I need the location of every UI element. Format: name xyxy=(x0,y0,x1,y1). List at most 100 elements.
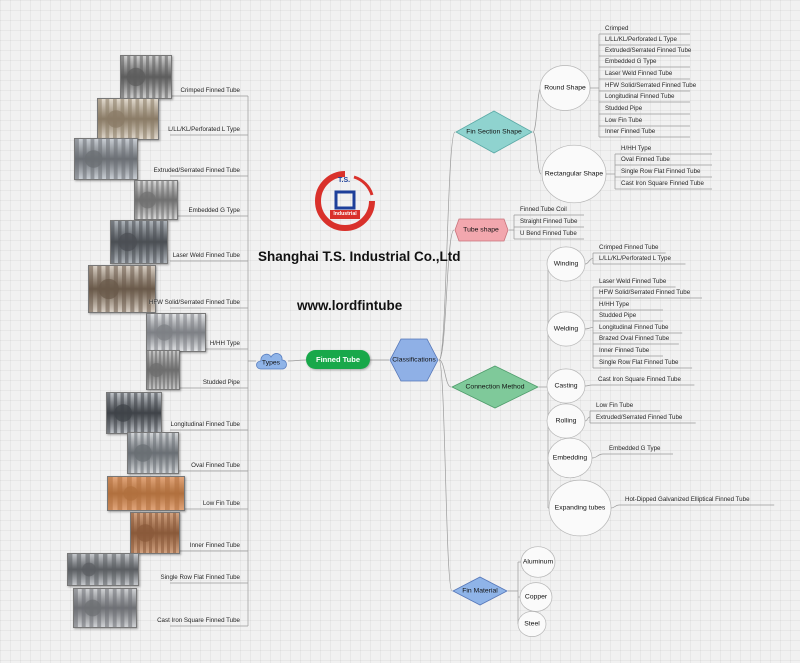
round-item-label[interactable]: Laser Weld Finned Tube xyxy=(605,70,673,77)
tube-photo-icon xyxy=(111,221,167,263)
welding-item-label[interactable]: Single Row Flat Finned Tube xyxy=(599,359,679,366)
type-photo-thumbnail xyxy=(146,350,180,390)
round-item-label[interactable]: L/LL/KL/Perforated L Type xyxy=(605,36,677,43)
tube-photo-icon xyxy=(131,513,179,553)
type-photo-thumbnail xyxy=(106,392,162,434)
link-class-fin-section xyxy=(438,131,456,361)
welding-item-label[interactable]: Laser Weld Finned Tube xyxy=(599,278,667,285)
welding-item-label[interactable]: Longitudinal Finned Tube xyxy=(599,324,669,331)
tube-item-label[interactable]: Straight Finned Tube xyxy=(520,218,578,225)
tube-item-label[interactable]: U Bend Finned Tube xyxy=(520,230,577,237)
link-class-fin-material xyxy=(438,359,453,592)
type-photo-thumbnail xyxy=(73,588,137,628)
center-node-finned-tube[interactable]: Finned Tube xyxy=(306,350,370,369)
link-fin-round xyxy=(532,87,542,133)
types-node-cloud-icon[interactable] xyxy=(254,349,288,373)
classifications-node-hexagon[interactable] xyxy=(389,338,439,382)
type-photo-thumbnail xyxy=(74,138,138,180)
tube-photo-icon xyxy=(107,393,161,433)
type-item-label[interactable]: Extruded/Serrated Finned Tube xyxy=(153,167,240,174)
welding-item-label[interactable]: H/HH Type xyxy=(599,301,630,308)
type-item-label[interactable]: H/HH Type xyxy=(209,340,240,347)
type-item-label[interactable]: Laser Weld Finned Tube xyxy=(172,252,240,259)
rectangular-shape-node-label: Rectangular Shape xyxy=(544,170,604,178)
fin-material-node-diamond[interactable] xyxy=(452,576,508,606)
type-photo-thumbnail xyxy=(127,432,179,474)
tube-photo-icon xyxy=(147,314,205,351)
tube-photo-icon xyxy=(74,589,136,627)
fin-section-node-label: Fin Section Shape xyxy=(466,128,522,136)
tube-photo-icon xyxy=(108,477,184,510)
type-item-label[interactable]: Studded Pipe xyxy=(202,379,240,386)
welding-item-label[interactable]: Inner Finned Tube xyxy=(599,347,650,354)
round-item-label[interactable]: Inner Finned Tube xyxy=(605,128,656,135)
type-item-label[interactable]: Oval Finned Tube xyxy=(191,462,240,469)
link-embedding-items xyxy=(591,453,604,459)
round-item-label[interactable]: Extruded/Serrated Finned Tube xyxy=(605,47,692,54)
round-item-label[interactable]: HFW Solid/Serrated Finned Tube xyxy=(605,82,697,89)
rect-item-label[interactable]: H/HH Type xyxy=(621,145,652,152)
tube-photo-icon xyxy=(75,139,137,179)
tube-item-label[interactable]: Finned Tube Coil xyxy=(520,206,567,213)
classifications-node-label: Classifications xyxy=(392,356,436,364)
rect-item-label[interactable]: Oval Finned Tube xyxy=(621,156,670,163)
type-item-label[interactable]: HFW Solid/Serrated Finned Tube xyxy=(148,299,240,306)
material-aluminum-node-label: Aluminum xyxy=(522,558,554,566)
type-item-label[interactable]: Cast Iron Square Finned Tube xyxy=(157,617,240,624)
link-expanding-items xyxy=(610,504,620,509)
type-photo-thumbnail xyxy=(130,512,180,554)
round-item-label[interactable]: Crimped xyxy=(605,25,629,32)
type-photo-thumbnail xyxy=(97,98,159,140)
welding-item-label[interactable]: Studded Pipe xyxy=(599,312,637,319)
type-item-label[interactable]: Crimped Finned Tube xyxy=(180,87,241,94)
link-welding-items xyxy=(584,327,594,330)
link-winding-items xyxy=(584,258,594,265)
link-casting-items xyxy=(584,384,593,387)
winding-item-label[interactable]: L/LL/KL/Perforated L Type xyxy=(599,255,671,262)
type-photo-thumbnail xyxy=(146,313,206,352)
tube-photo-icon xyxy=(135,181,177,219)
rolling-node-label: Rolling xyxy=(555,417,577,425)
round-shape-node-label: Round Shape xyxy=(544,84,586,92)
welding-item-label[interactable]: Brazed Oval Finned Tube xyxy=(599,335,670,342)
round-item-label[interactable]: Embedded G Type xyxy=(605,58,657,65)
material-copper-node-label: Copper xyxy=(524,593,548,601)
type-item-label[interactable]: Embedded G Type xyxy=(188,207,240,214)
winding-item-label[interactable]: Crimped Finned Tube xyxy=(599,244,659,251)
material-steel-node-label: Steel xyxy=(524,620,540,628)
casting-item-label[interactable]: Cast Iron Square Finned Tube xyxy=(598,376,681,383)
tube-shape-node-diamond[interactable] xyxy=(454,218,509,242)
rect-item-label[interactable]: Cast Iron Square Finned Tube xyxy=(621,180,704,187)
material-steel-node-circle[interactable] xyxy=(517,611,547,637)
fin-section-node-diamond[interactable] xyxy=(455,110,533,154)
type-photo-thumbnail xyxy=(67,553,139,586)
welding-item-label[interactable]: HFW Solid/Serrated Finned Tube xyxy=(599,289,691,296)
round-item-label[interactable]: Low Fin Tube xyxy=(605,117,643,124)
link-types-center xyxy=(287,359,307,362)
expanding-item-label[interactable]: Hot-Dipped Galvanized Elliptical Finned … xyxy=(625,496,750,503)
logo-mark-icon xyxy=(315,171,375,231)
type-photo-thumbnail xyxy=(110,220,168,264)
material-copper-node-circle[interactable] xyxy=(519,582,553,612)
rolling-item-label[interactable]: Extruded/Serrated Finned Tube xyxy=(596,414,683,421)
embedding-item-label[interactable]: Embedded G Type xyxy=(609,445,661,452)
connection-node-diamond[interactable] xyxy=(451,365,539,409)
logo-text-bottom: Industrial xyxy=(333,211,357,217)
types-node-label: Types xyxy=(261,359,281,367)
embedding-node-label: Embedding xyxy=(552,454,588,462)
type-item-label[interactable]: Longitudinal Finned Tube xyxy=(170,421,241,428)
type-item-label[interactable]: Low Fin Tube xyxy=(202,500,240,507)
type-item-label[interactable]: L/LL/KL/Perforated L Type xyxy=(168,126,240,133)
rect-item-label[interactable]: Single Row Flat Finned Tube xyxy=(621,168,701,175)
link-fin-rect xyxy=(532,131,542,175)
rolling-item-label[interactable]: Low Fin Tube xyxy=(596,402,634,409)
type-item-label[interactable]: Single Row Flat Finned Tube xyxy=(160,574,240,581)
tube-photo-icon xyxy=(68,554,138,585)
round-item-label[interactable]: Studded Pipe xyxy=(605,105,643,112)
round-item-label[interactable]: Longitudinal Finned Tube xyxy=(605,93,675,100)
type-item-label[interactable]: Inner Finned Tube xyxy=(189,542,240,549)
expanding-node-label: Expanding tubes xyxy=(554,504,606,512)
logo-text-top: T.S. xyxy=(338,177,351,184)
material-aluminum-node-circle[interactable] xyxy=(520,546,556,578)
